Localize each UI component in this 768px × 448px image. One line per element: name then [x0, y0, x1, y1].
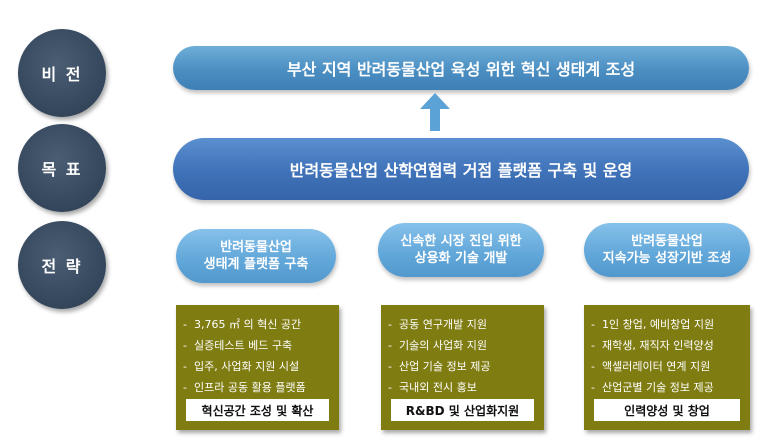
- goal-bar: 반려동물산업 산학연협력 거점 플랫폼 구축 및 운영: [173, 138, 749, 200]
- strategy-2-box: -공동 연구개발 지원 -기술의 사업화 지원 -산업 기술 정보 제공 -국내…: [381, 305, 544, 430]
- strategy-3-label: 인력양성 및 창업: [594, 399, 740, 421]
- list-item: -산업군별 기술 정보 제공: [591, 381, 714, 394]
- list-item: -국내외 전시 홍보: [388, 381, 477, 394]
- list-item: -실증테스트 베드 구축: [183, 339, 293, 352]
- strategy-pill-1: 반려동물산업 생태계 플랫폼 구축: [176, 229, 336, 283]
- strategy-1-box: -3,765 ㎡ 의 혁신 공간 -실증테스트 베드 구축 -입주, 사업화 지…: [176, 305, 339, 430]
- list-item: -재학생, 재직자 인력양성: [591, 339, 714, 352]
- list-item: -기술의 사업화 지원: [388, 339, 487, 352]
- strategy-2-title-line1: 신속한 시장 진입 위한: [400, 234, 522, 249]
- goal-label: 목 표: [41, 160, 83, 179]
- list-item: -공동 연구개발 지원: [388, 318, 487, 331]
- goal-label-circle: 목 표: [18, 124, 106, 212]
- strategy-pill-3: 반려동물산업 지속가능 성장기반 조성: [584, 223, 750, 277]
- list-item: -입주, 사업화 지원 시설: [183, 360, 300, 373]
- strategy-1-label: 혁신공간 조성 및 확산: [186, 399, 329, 421]
- list-item: -액셀러레이터 연계 지원: [591, 360, 711, 373]
- vision-bar: 부산 지역 반려동물산업 육성 위한 혁신 생태계 조성: [173, 46, 749, 90]
- vision-text: 부산 지역 반려동물산업 육성 위한 혁신 생태계 조성: [286, 60, 636, 79]
- up-arrow-icon: [420, 93, 450, 131]
- strategy-3-box: -1인 창업, 예비창업 지원 -재학생, 재직자 인력양성 -액셀러레이터 연…: [584, 305, 750, 430]
- strategy-label-circle: 전 략: [18, 221, 106, 309]
- list-item: -1인 창업, 예비창업 지원: [591, 318, 715, 331]
- strategy-3-title-line2: 지속가능 성장기반 조성: [602, 251, 732, 266]
- vision-label-circle: 비 전: [18, 29, 106, 117]
- strategy-2-label: R&BD 및 산업화지원: [391, 399, 534, 421]
- list-item: -인프라 공동 활용 플랫폼: [183, 381, 306, 394]
- list-item: -3,765 ㎡ 의 혁신 공간: [183, 318, 302, 331]
- strategy-1-title-line1: 반려동물산업: [220, 240, 292, 255]
- goal-text: 반려동물산업 산학연협력 거점 플랫폼 구축 및 운영: [289, 161, 633, 180]
- strategy-pill-2: 신속한 시장 진입 위한 상용화 기술 개발: [378, 223, 544, 277]
- strategy-1-title-line2: 생태계 플랫폼 구축: [203, 257, 309, 272]
- list-item: -산업 기술 정보 제공: [388, 360, 491, 373]
- strategy-2-title-line2: 상용화 기술 개발: [414, 251, 508, 266]
- strategy-3-title-line1: 반려동물산업: [631, 234, 703, 249]
- vision-label: 비 전: [41, 65, 83, 84]
- strategy-label: 전 략: [41, 257, 83, 276]
